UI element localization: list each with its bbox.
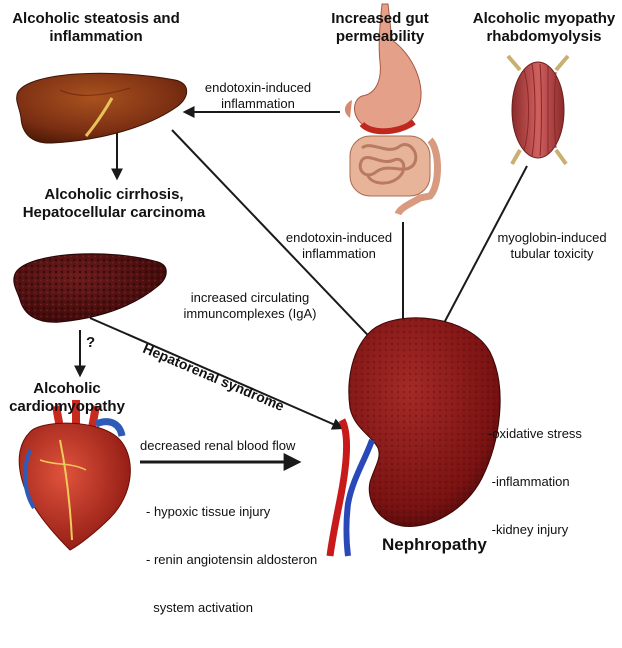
healthy-liver-icon [17,73,187,143]
title-cardiomyopathy: Alcoholic cardiomyopathy [2,380,132,416]
label-kidney-effects: -oxidative stress -inflammation -kidney … [488,394,582,570]
cirrhotic-liver-icon [14,254,166,323]
label-endotoxin-top: endotoxin-induced inflammation [200,80,316,112]
label-question-mark: ? [86,334,95,351]
title-gut-permeability: Increased gut permeability [320,10,440,46]
label-myoglobin: myoglobin-induced tubular toxicity [496,230,608,262]
label-immuncomplexes: increased circulating immuncomplexes (Ig… [180,290,320,322]
diagram-canvas: Alcoholic steatosis and inflammation Inc… [0,0,622,559]
heart-icon [19,400,130,550]
label-endotoxin-mid: endotoxin-induced inflammation [284,230,394,262]
kidney-icon [330,318,500,556]
title-cirrhosis: Alcoholic cirrhosis, Hepatocellular carc… [0,186,228,222]
label-hypoxic-effects: - hypoxic tissue injury - renin angioten… [146,472,317,648]
title-nephropathy: Nephropathy [382,535,487,555]
label-renal-blood-flow: decreased renal blood flow [140,438,295,454]
title-myopathy: Alcoholic myopathy rhabdomyolysis [466,10,622,46]
title-steatosis: Alcoholic steatosis and inflammation [0,10,192,46]
muscle-icon [508,56,568,164]
